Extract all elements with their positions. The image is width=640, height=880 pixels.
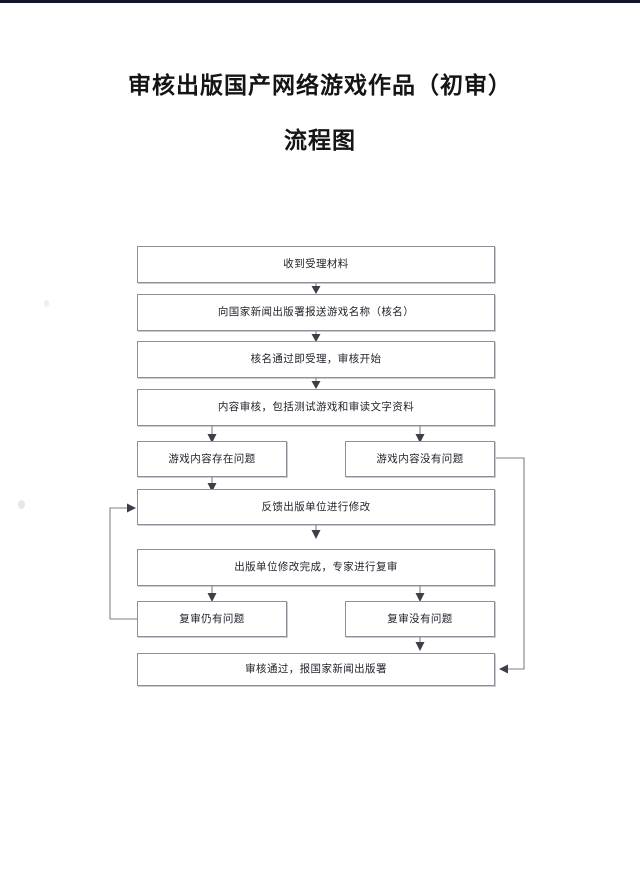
flow-node-label: 内容审核，包括测试游戏和审读文字资料 [217, 401, 415, 414]
flow-node-label: 审核通过，报国家新闻出版署 [245, 663, 387, 676]
page-top-strip [0, 0, 640, 3]
flow-node-content-no-issues[interactable]: 游戏内容没有问题 [345, 441, 495, 477]
flow-node-label: 反馈出版单位进行修改 [261, 500, 371, 513]
flow-node-submit-game-name[interactable]: 向国家新闻出版署报送游戏名称（核名） [137, 294, 495, 331]
flow-node-label: 复审仍有问题 [179, 612, 245, 625]
title-line-secondary: 流程图 [284, 126, 356, 154]
flow-node-approved-report[interactable]: 审核通过，报国家新闻出版署 [137, 653, 495, 686]
flow-node-publisher-revised-reexamine[interactable]: 出版单位修改完成，专家进行复审 [137, 549, 495, 586]
flow-node-feedback-to-publisher[interactable]: 反馈出版单位进行修改 [137, 489, 495, 525]
flow-node-reexamine-no-issues[interactable]: 复审没有问题 [345, 601, 495, 637]
flow-node-review-starts[interactable]: 核名通过即受理，审核开始 [137, 341, 495, 378]
flow-node-receive-materials[interactable]: 收到受理材料 [137, 246, 495, 283]
flow-node-content-has-issues[interactable]: 游戏内容存在问题 [137, 441, 287, 477]
flow-node-reexamine-still-issues[interactable]: 复审仍有问题 [137, 601, 287, 637]
scan-blemish-left [18, 500, 25, 509]
scan-blemish-top [44, 300, 49, 307]
flow-node-label: 向国家新闻出版署报送游戏名称（核名） [217, 306, 415, 319]
title-line-primary: 审核出版国产网络游戏作品（初审） [128, 72, 512, 99]
flow-node-label: 复审没有问题 [387, 612, 453, 625]
flow-node-label: 收到受理材料 [283, 258, 349, 271]
page-title: 审核出版国产网络游戏作品（初审） 流程图 [0, 72, 640, 156]
flow-node-label: 核名通过即受理，审核开始 [250, 353, 382, 366]
flow-node-content-review[interactable]: 内容审核，包括测试游戏和审读文字资料 [137, 389, 495, 426]
flow-node-label: 出版单位修改完成，专家进行复审 [234, 561, 398, 574]
flow-node-label: 游戏内容存在问题 [168, 452, 256, 465]
flow-node-label: 游戏内容没有问题 [376, 452, 464, 465]
